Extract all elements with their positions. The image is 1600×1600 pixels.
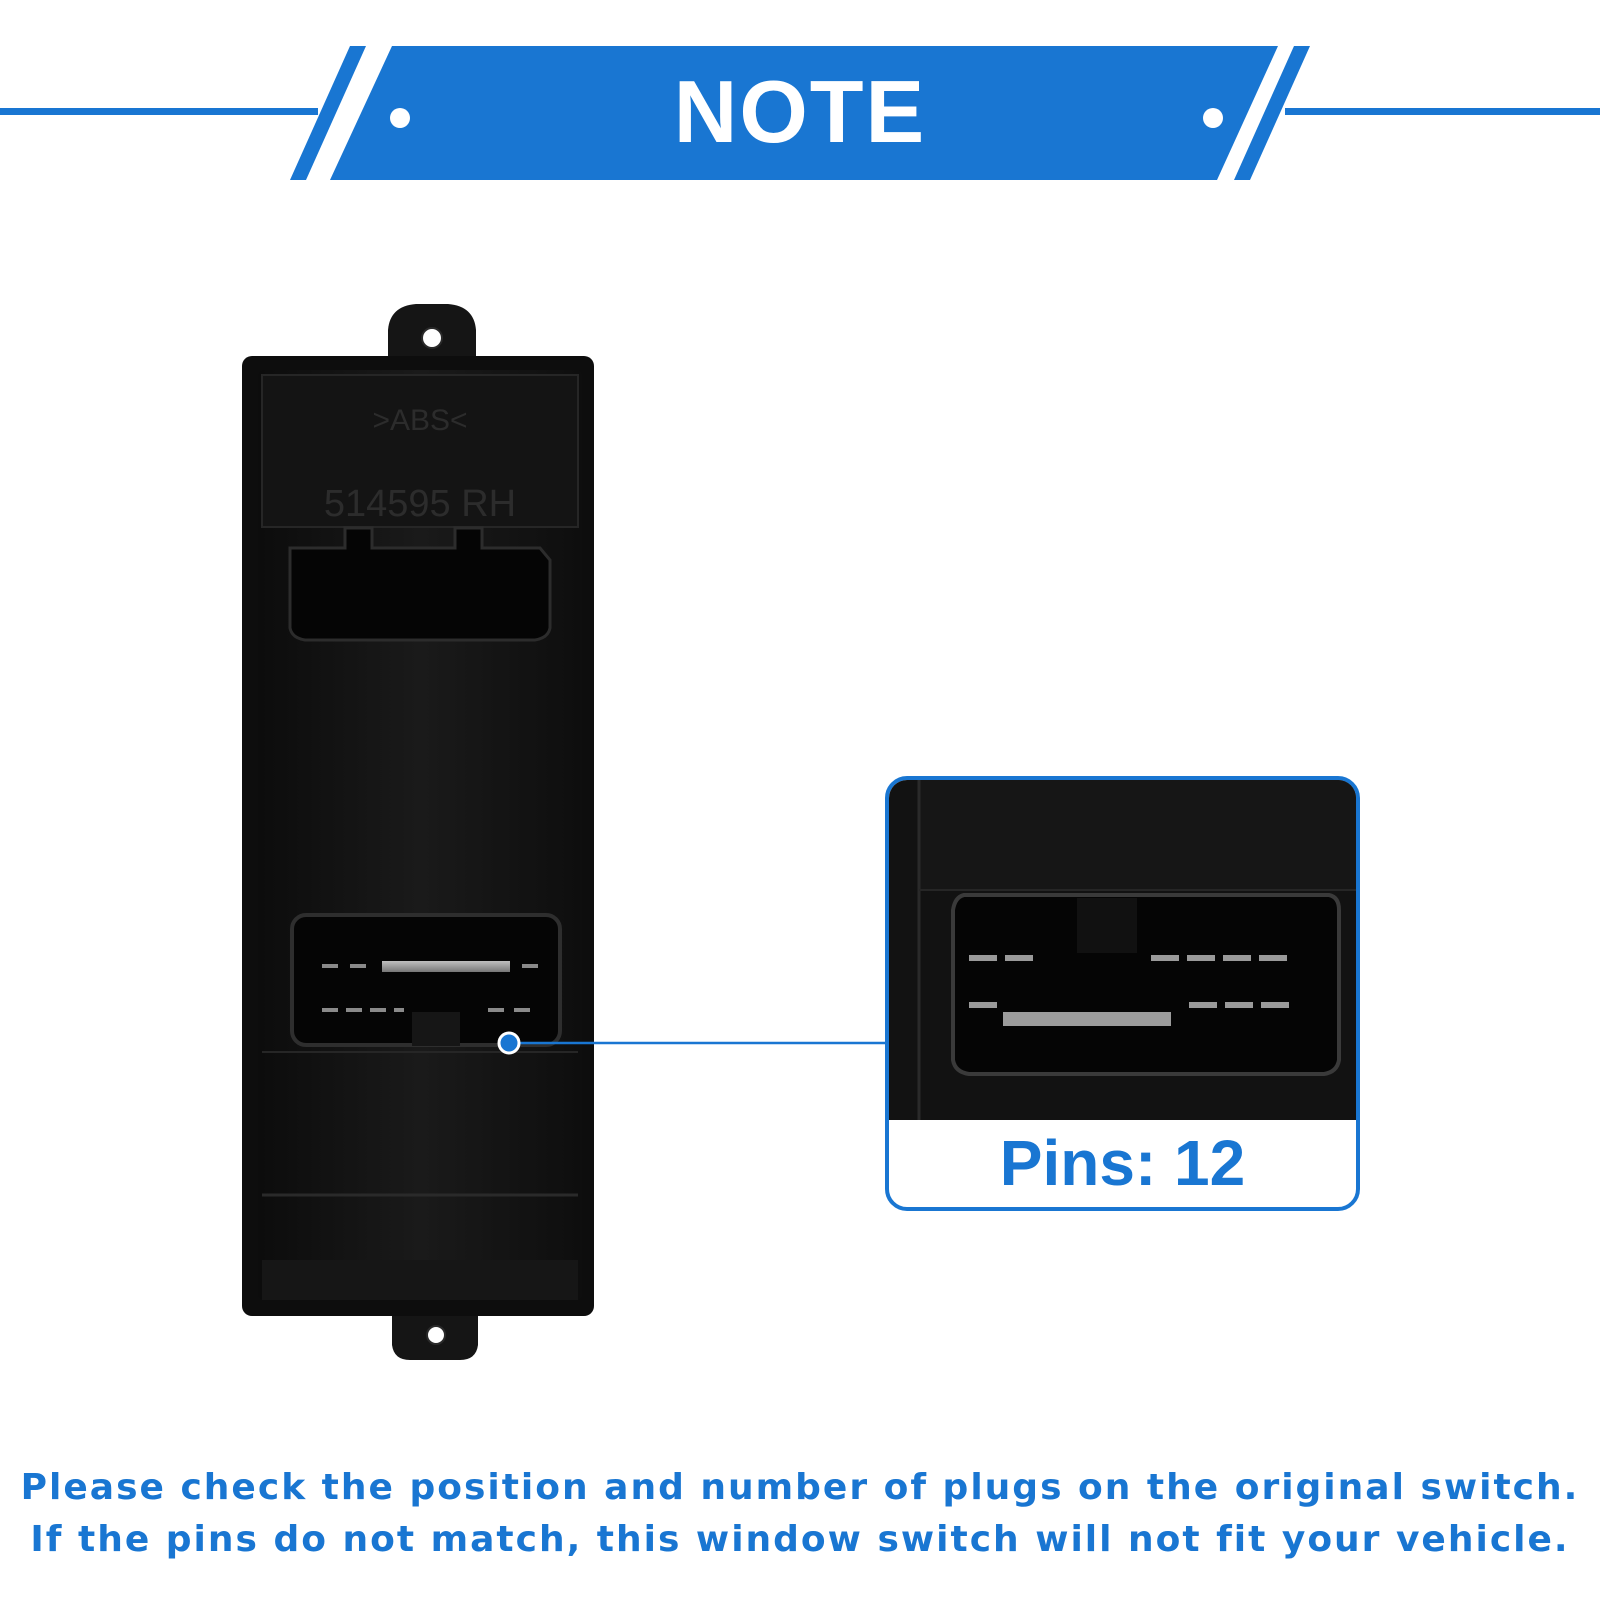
upper-connector bbox=[288, 526, 552, 642]
lower-pin-row bbox=[322, 1008, 530, 1012]
footer-line-1: Please check the position and number of … bbox=[20, 1467, 1580, 1508]
banner-band bbox=[330, 46, 1278, 180]
banner-stripe-right bbox=[1234, 46, 1310, 180]
connector-closeup-image bbox=[889, 780, 1356, 1120]
banner-dot-right bbox=[1203, 108, 1223, 128]
upper-pin-row bbox=[322, 964, 538, 968]
bottom-mount-hole bbox=[426, 1325, 446, 1345]
footer-note: Please check the position and number of … bbox=[0, 1462, 1600, 1566]
pin-strip-silver bbox=[382, 961, 510, 972]
note-banner bbox=[0, 46, 1600, 180]
closeup-lower-pins bbox=[969, 1002, 1289, 1008]
banner-dot-left bbox=[390, 108, 410, 128]
part-number-marking: 514595 RH bbox=[324, 483, 516, 525]
pins-callout: Pins: 12 bbox=[885, 776, 1360, 1211]
closeup-upper-pins bbox=[969, 955, 1287, 961]
note-title: NOTE bbox=[673, 62, 927, 161]
banner-line-left bbox=[0, 108, 318, 115]
top-section bbox=[261, 374, 579, 528]
bottom-lip bbox=[262, 1260, 578, 1300]
footer-line-2: If the pins do not match, this window sw… bbox=[30, 1519, 1570, 1560]
top-mount-hole bbox=[421, 327, 443, 349]
banner-stripe-left bbox=[290, 46, 366, 180]
pins-count-label: Pins: 12 bbox=[999, 1127, 1246, 1199]
closeup-connector bbox=[951, 893, 1341, 1076]
material-marking: >ABS< bbox=[372, 404, 467, 437]
banner-line-right bbox=[1285, 108, 1600, 115]
closeup-pin-strip bbox=[1003, 1012, 1171, 1026]
connector-latch bbox=[412, 1012, 460, 1046]
